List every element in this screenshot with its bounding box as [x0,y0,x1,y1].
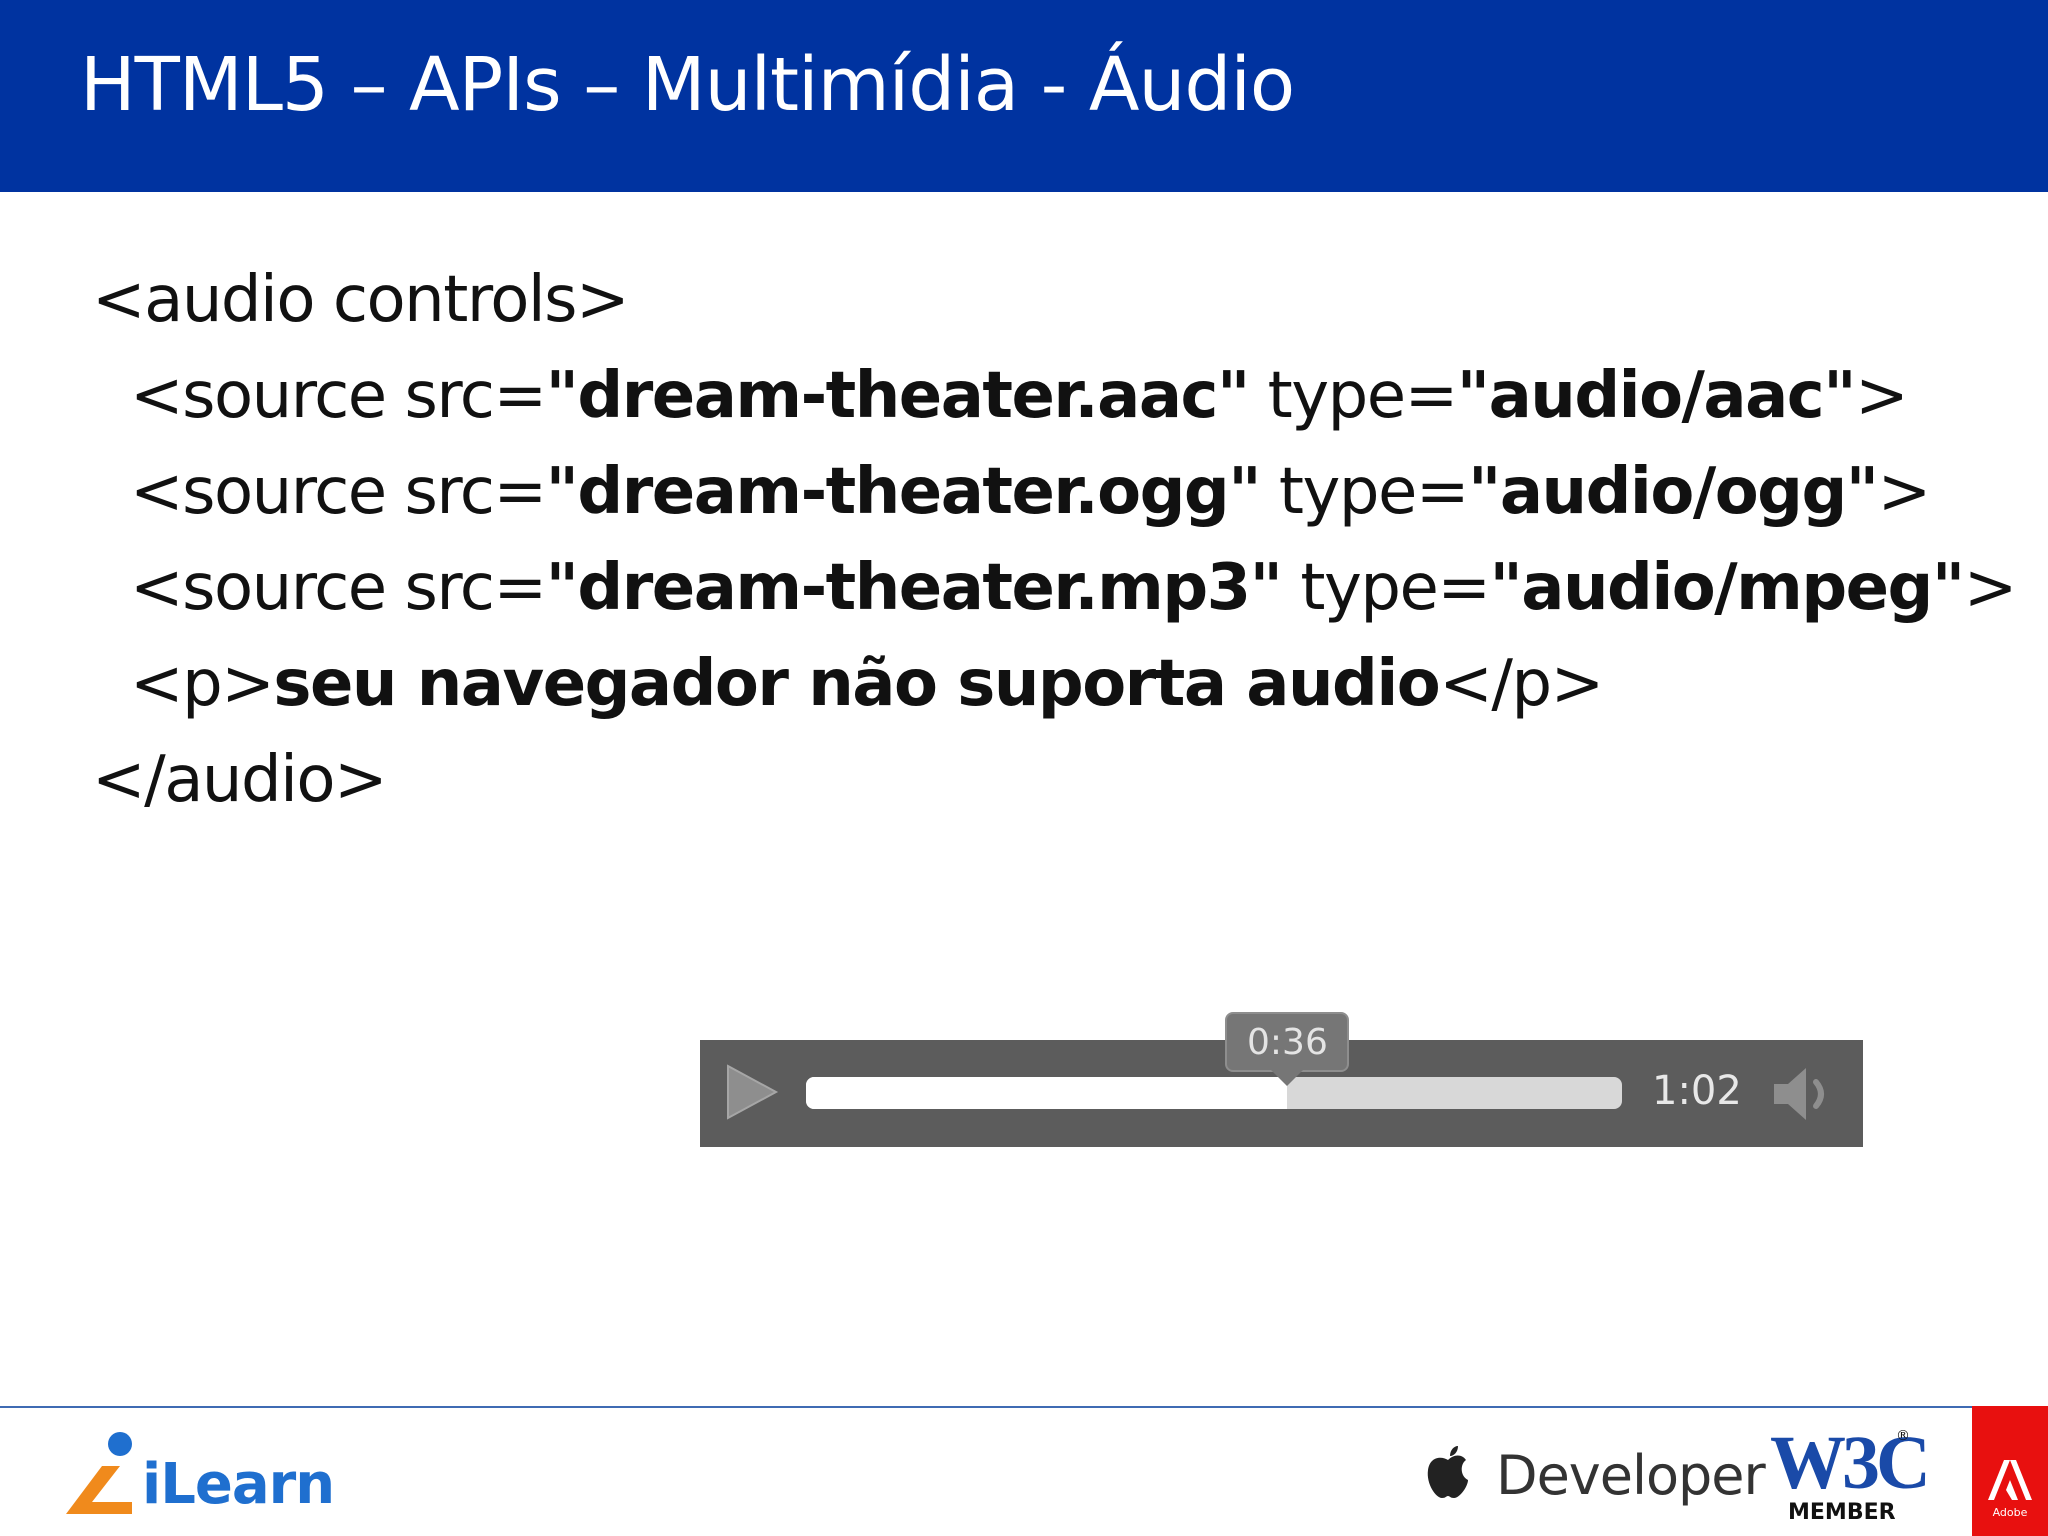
progress-track[interactable] [806,1077,1622,1109]
code-line-source-aac: <source src="dream-theater.aac" type="au… [92,348,2016,444]
duration-label: 1:02 [1652,1068,1742,1114]
code-source-suffix: > [1877,455,1932,529]
volume-button[interactable] [1770,1062,1842,1126]
audio-player: 0:36 1:02 [700,1012,1863,1147]
ilearn-wordmark: iLearn [142,1452,335,1517]
slide-title: HTML5 – APIs – Multimídia - Áudio [80,42,1295,128]
play-button[interactable] [722,1062,782,1122]
code-line-source-mp3: <source src="dream-theater.mp3" type="au… [92,540,2018,636]
code-source-type-attr: type= [1260,455,1470,529]
code-block: <audio controls> <source src="dream-thea… [92,252,2018,828]
code-source-type-attr: type= [1248,359,1459,433]
footer-divider [0,1406,2048,1408]
code-line-fallback: <p>seu navegador não suporta audio</p> [92,636,2016,732]
title-bar: HTML5 – APIs – Multimídia - Áudio [0,0,2048,192]
current-time-tooltip: 0:36 [1225,1012,1350,1072]
code-fallback-close: </p> [1439,647,1604,721]
code-source-suffix: > [1855,359,1909,433]
code-fallback-text: seu navegador não suporta audio [273,647,1440,721]
code-line-audio-close: </audio> [92,743,388,817]
code-source-type: "audio/mpeg" [1489,551,1965,625]
code-source-prefix: <source src= [130,455,547,529]
adobe-icon [1988,1460,2032,1500]
tooltip-arrow [1271,1070,1304,1086]
w3c-registered-mark: ® [1896,1428,1910,1444]
code-source-src: "dream-theater.ogg" [545,455,1262,529]
volume-icon [1774,1068,1824,1120]
code-source-type: "audio/aac" [1456,359,1857,433]
ilearn-logo [62,1428,342,1528]
code-line-audio-open: <audio controls> [92,263,630,337]
code-source-src: "dream-theater.aac" [545,359,1251,433]
apple-icon [1424,1444,1472,1500]
code-source-prefix: <source src= [130,551,547,625]
code-source-type: "audio/ogg" [1468,455,1879,529]
w3c-member-label: MEMBER [1788,1500,1896,1525]
play-icon [727,1064,779,1120]
ilearn-icon [66,1432,132,1514]
code-source-prefix: <source src= [130,359,547,433]
adobe-logo: Adobe [1972,1406,2048,1536]
w3c-logo: W3C [1770,1421,1931,1505]
progress-fill [806,1077,1288,1109]
code-fallback-open: <p> [130,647,275,721]
code-source-suffix: > [1963,551,2018,625]
adobe-text: Adobe [1992,1506,2028,1519]
code-source-src: "dream-theater.mp3" [545,551,1283,625]
code-source-type-attr: type= [1281,551,1491,625]
code-line-source-ogg: <source src="dream-theater.ogg" type="au… [92,444,2016,540]
apple-developer-text: Developer [1496,1444,1766,1507]
